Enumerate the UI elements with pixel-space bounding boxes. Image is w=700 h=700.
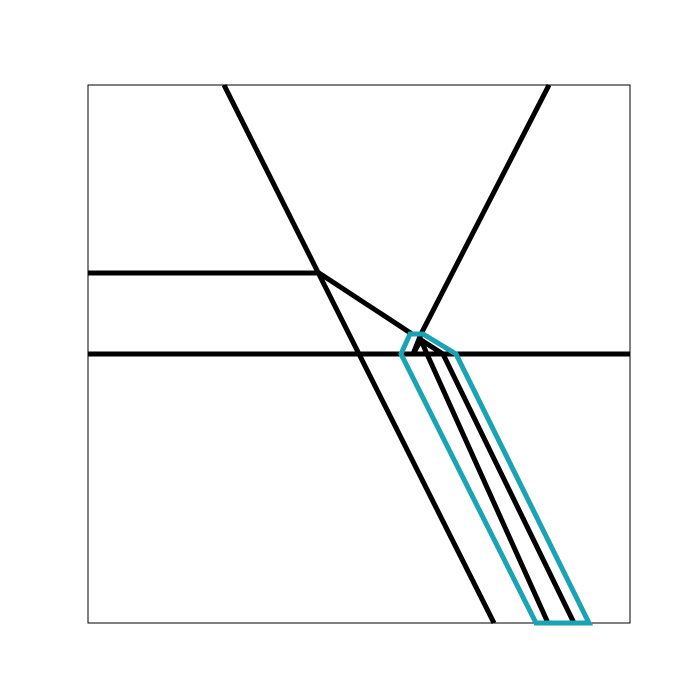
highlighted-region-outline [398,331,594,626]
upper-polyline [88,270,414,337]
inner-polyline-a [410,334,551,625]
steep-line-right [410,83,552,355]
steep-line-left [221,83,497,625]
black-lines [88,83,630,625]
inner-polyline-b [419,337,577,625]
